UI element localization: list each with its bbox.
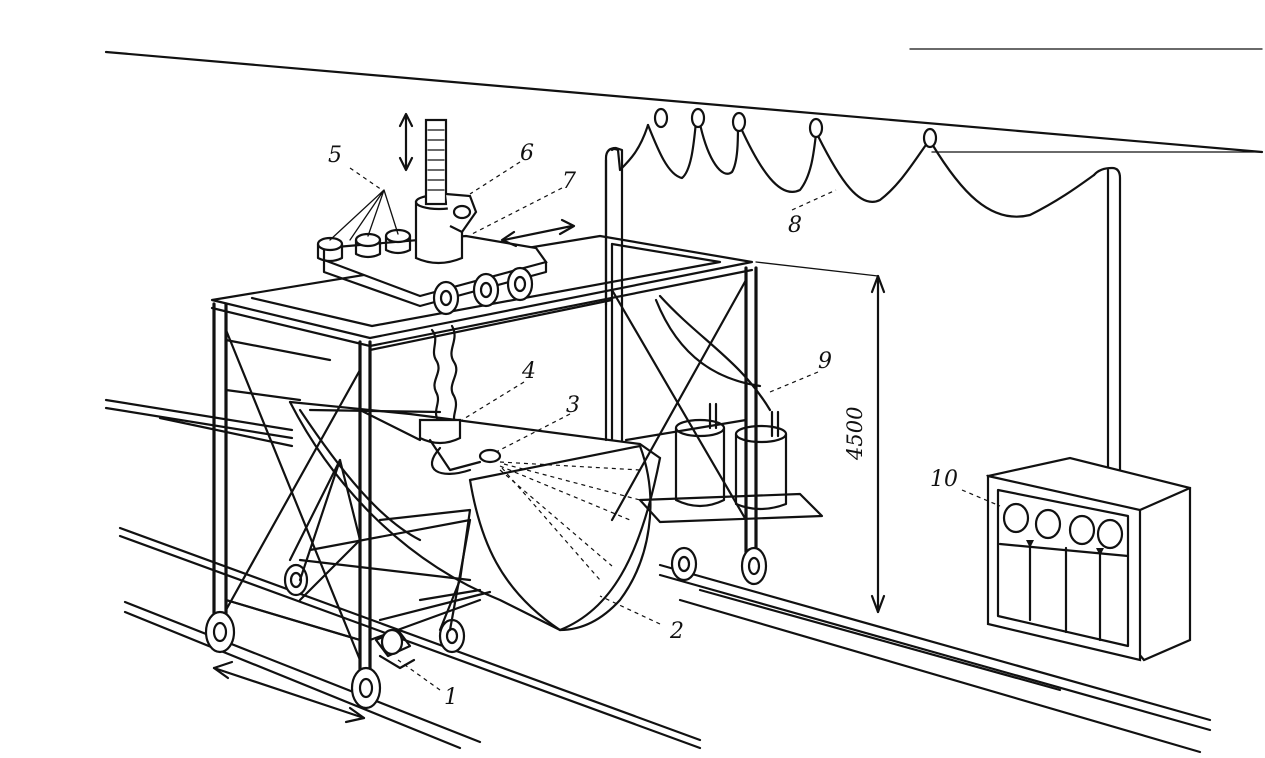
label-9: 9: [818, 349, 832, 374]
control-cabinet-10: [985, 456, 1192, 662]
workpiece-shell-2: [288, 400, 662, 632]
label-1: 1: [444, 685, 458, 710]
label-8: 8: [788, 213, 802, 238]
label-4: 4: [521, 359, 536, 384]
gantry-frame: [210, 234, 758, 684]
hose-gun-4: [418, 324, 502, 475]
label-7: 7: [562, 169, 576, 194]
drive-unit-1: [374, 628, 416, 670]
ceiling: [104, 48, 1264, 154]
label-3: 3: [566, 393, 580, 418]
floor-rails: [104, 398, 1212, 754]
label-2: 2: [669, 619, 684, 644]
travel-arrow: [212, 660, 366, 724]
cable-suspension-8: [604, 107, 1122, 477]
wheels: [204, 546, 768, 710]
dimension-label: 4500: [843, 407, 867, 461]
leader-lines: [349, 161, 1001, 691]
label-6: 6: [520, 141, 534, 166]
label-10: 10: [930, 467, 958, 492]
mast-carriage: [316, 112, 576, 316]
label-5: 5: [328, 143, 342, 168]
tanks-9: [638, 294, 824, 524]
height-dimension: [755, 261, 886, 614]
spray-cone: [499, 461, 641, 581]
